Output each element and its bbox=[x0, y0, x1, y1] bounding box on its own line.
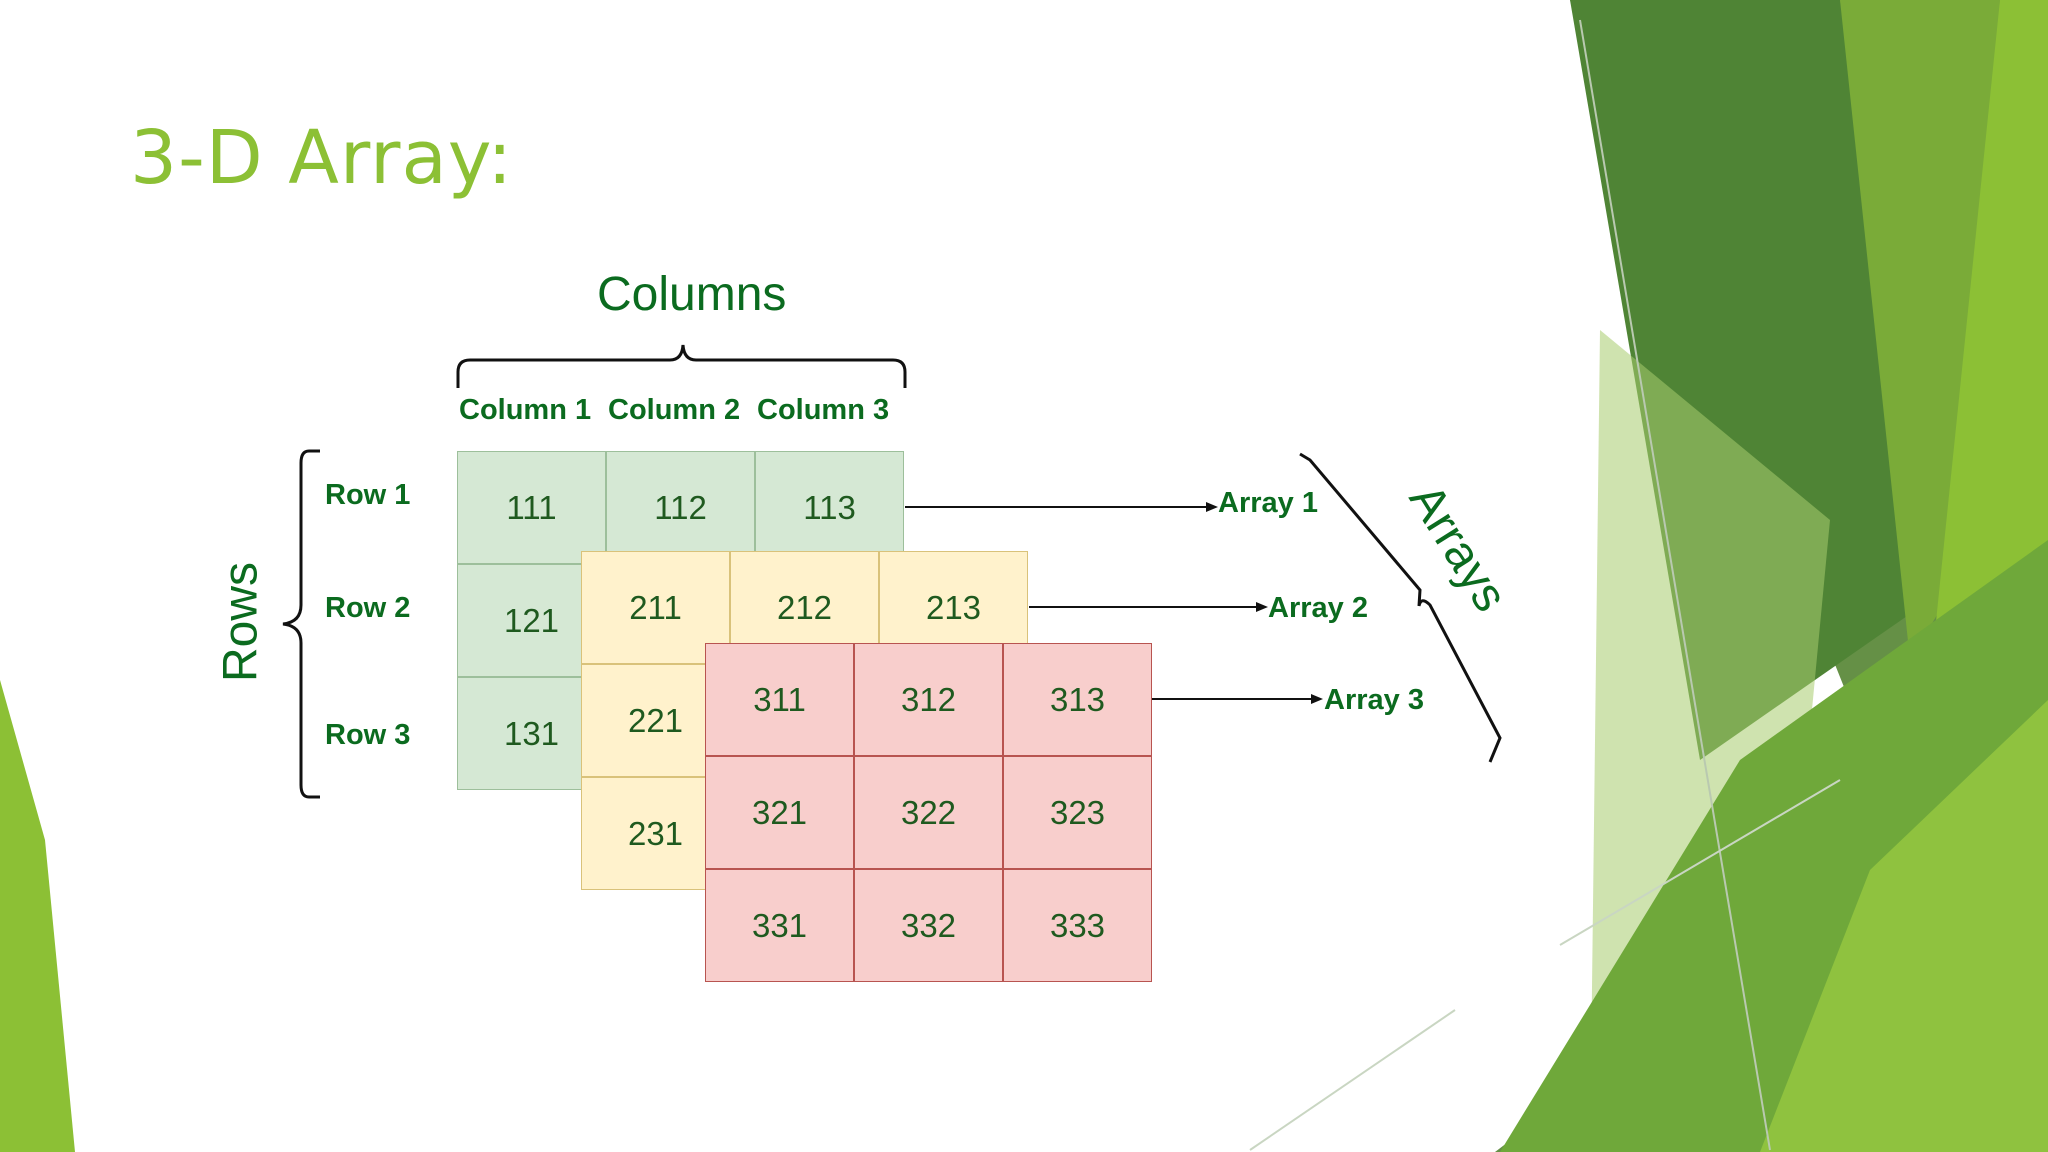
column-label: Column 2 bbox=[608, 394, 741, 426]
array-cell: 313 bbox=[1003, 643, 1152, 756]
array-cell: 112 bbox=[606, 451, 755, 564]
array-cell: 113 bbox=[755, 451, 904, 564]
array-cell: 333 bbox=[1003, 869, 1152, 982]
rows-brace bbox=[282, 449, 320, 799]
array-cell: 322 bbox=[854, 756, 1003, 869]
array-cell: 312 bbox=[854, 643, 1003, 756]
columns-brace bbox=[456, 344, 907, 388]
column-label: Column 3 bbox=[757, 394, 890, 426]
array-3-grid: 311 312 313 321 322 323 331 332 333 bbox=[705, 643, 1152, 982]
array-arrows bbox=[905, 502, 1323, 704]
array-cell: 111 bbox=[457, 451, 606, 564]
array-cell: 321 bbox=[705, 756, 854, 869]
row-label: Row 1 bbox=[325, 479, 411, 511]
array-cell: 332 bbox=[854, 869, 1003, 982]
array-cell: 331 bbox=[705, 869, 854, 982]
columns-heading: Columns bbox=[597, 268, 787, 321]
array-label: Array 3 bbox=[1324, 684, 1424, 716]
slide-title: 3-D Array: bbox=[130, 115, 514, 201]
array-cell: 311 bbox=[705, 643, 854, 756]
array-cell: 323 bbox=[1003, 756, 1152, 869]
column-label: Column 1 bbox=[459, 394, 592, 426]
row-label: Row 3 bbox=[325, 719, 411, 751]
array-label: Array 2 bbox=[1268, 592, 1368, 624]
rows-heading: Rows bbox=[214, 561, 268, 683]
arrays-brace bbox=[1299, 452, 1502, 763]
row-label: Row 2 bbox=[325, 592, 411, 624]
array-label: Array 1 bbox=[1218, 487, 1318, 519]
